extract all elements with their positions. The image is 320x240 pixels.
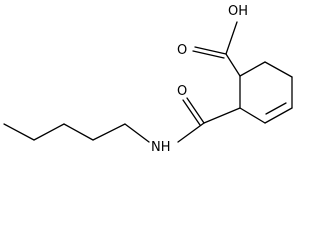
ring-double-bond-inner [265, 102, 287, 115]
amide-oxygen-label: O [177, 84, 187, 99]
bond-ring-to-carboxyl-carbon [225, 53, 241, 77]
amide-nitrogen-label: NH [151, 140, 171, 155]
hydroxyl-label: OH [228, 4, 248, 19]
chain-bond-n-c1 [124, 123, 150, 143]
bond-carboxyl-c-o-double-a [194, 46, 227, 55]
ring-bond-c5-c6 [239, 107, 266, 124]
chain-bond-c2-c3 [63, 123, 94, 141]
ring-bond-c2-c3 [264, 61, 293, 78]
bond-amide-c-o-double-a [186, 97, 205, 124]
bond-amide-c-o-double-b [182, 99, 201, 126]
bond-amide-c-n [177, 122, 205, 143]
bond-carboxyl-c-oh [225, 21, 238, 55]
amide-group: O NH [151, 84, 241, 155]
bond-carboxyl-c-o-double-b [192, 50, 225, 59]
cyclohexene-ring [239, 61, 293, 124]
pentyl-chain [3, 123, 150, 143]
ring-bond-c1-c2 [239, 61, 266, 77]
carboxylic-acid-group: OH O [177, 4, 248, 77]
carboxyl-oxygen-label: O [177, 43, 187, 58]
chain-bond-c4-c5 [3, 123, 35, 141]
chain-bond-c1-c2 [92, 123, 126, 141]
chain-bond-c3-c4 [33, 123, 65, 141]
ring-bond-c4-c5 [264, 107, 293, 124]
chemical-structure-diagram: OH O O NH [3, 4, 293, 155]
bond-ring-to-amide-carbon [203, 107, 241, 124]
